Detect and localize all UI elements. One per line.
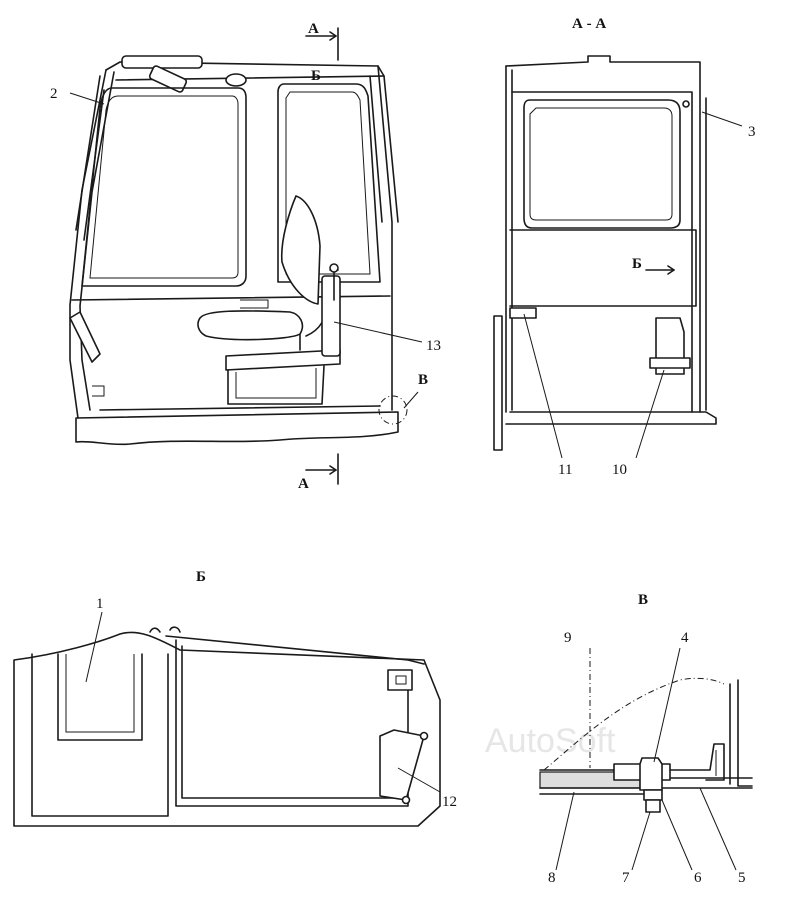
view-b — [13, 611, 441, 827]
callout-9: 9 — [564, 630, 572, 646]
cab-right-pillar-inner — [369, 75, 383, 223]
cab-right-frame — [377, 65, 399, 411]
section-arrowhead-top — [329, 31, 337, 41]
aa-view-b-arrowhead — [667, 265, 675, 275]
wiper-motor — [148, 65, 188, 93]
detail-circle-v — [378, 395, 408, 425]
section-mark-bottom: А — [298, 476, 309, 492]
seat-box-inner — [235, 368, 317, 399]
seat-cushion — [197, 310, 304, 341]
view-b-mirror — [387, 669, 413, 691]
side-window-inner — [285, 91, 371, 275]
seat-base — [225, 349, 341, 371]
callout-1: 1 — [96, 596, 104, 612]
aa-roof — [505, 55, 701, 413]
belt-line — [71, 295, 391, 301]
seat-backrest — [280, 195, 321, 305]
v-nut-6 — [643, 789, 663, 801]
leader-5 — [699, 787, 737, 871]
callout-7: 7 — [622, 870, 630, 886]
leader-1 — [85, 611, 103, 683]
v-nut-7 — [645, 799, 661, 813]
section-aa-view — [493, 55, 743, 459]
aa-step — [493, 315, 503, 451]
cab-base — [75, 411, 399, 446]
roof-hatch — [121, 55, 203, 69]
aa-floor — [505, 411, 717, 425]
leader-8 — [555, 791, 575, 871]
leader-11 — [523, 313, 563, 459]
callout-4: 4 — [681, 630, 689, 646]
view-b-roof-line — [165, 635, 425, 665]
view-v-mark: В — [418, 372, 428, 388]
v-hidden-line — [543, 677, 725, 771]
v-wall — [729, 679, 753, 787]
seat-box — [227, 365, 325, 405]
callout-13: 13 — [426, 338, 441, 354]
view-b-hinges — [149, 626, 181, 633]
leader-7 — [631, 811, 651, 871]
callout-2: 2 — [50, 86, 58, 102]
v-bolt-head — [639, 757, 663, 791]
section-mark-top: А — [308, 21, 319, 37]
section-arrowhead-bottom — [329, 465, 337, 475]
leader-6 — [661, 799, 693, 871]
aa-canister-clamp — [649, 357, 691, 369]
aa-fastener — [682, 100, 690, 108]
view-b-title: Б — [196, 569, 206, 585]
aa-rear-window — [523, 99, 681, 229]
leader-4 — [653, 647, 681, 763]
cab-left-frame-inner — [79, 71, 115, 411]
view-b-panel-inner — [181, 645, 401, 799]
view-b-panel — [175, 639, 409, 807]
callout-12: 12 — [442, 794, 457, 810]
leader-10 — [635, 369, 665, 459]
leader-2 — [69, 92, 105, 105]
view-b-mark-main: Б — [311, 68, 321, 84]
section-aa-title: А - А — [572, 16, 606, 32]
aa-left-wall — [505, 65, 513, 413]
callout-5: 5 — [738, 870, 746, 886]
view-b-window-inner — [65, 654, 135, 733]
side-window — [277, 83, 381, 283]
leader-v — [403, 391, 419, 409]
aa-rear-panel — [509, 229, 697, 307]
view-b-handle-12 — [379, 729, 425, 801]
v-pipe — [669, 743, 725, 781]
callout-3: 3 — [748, 124, 756, 140]
control-console — [321, 275, 341, 357]
view-b-mark-section: Б — [632, 256, 642, 272]
front-windshield — [81, 87, 247, 287]
view-b-window — [57, 653, 143, 741]
view-b-door — [31, 653, 169, 817]
door-latch — [92, 385, 105, 397]
aa-bracket — [509, 307, 537, 319]
leader-12 — [397, 767, 441, 793]
aa-rear-window-inner — [529, 107, 673, 221]
cab-left-frame-outer — [69, 69, 107, 419]
cab-main-view — [69, 27, 423, 485]
callout-11: 11 — [558, 462, 572, 478]
callout-10: 10 — [612, 462, 627, 478]
left-panel-handle — [69, 311, 101, 363]
belt-panel-detail — [240, 299, 269, 309]
view-b-handle-pivot-top — [419, 731, 429, 741]
roof-light — [225, 73, 247, 87]
view-b-handle-pivot-bottom — [401, 795, 411, 805]
leader-3 — [701, 111, 743, 127]
view-b-outline — [13, 631, 441, 827]
watermark: AutoSoft — [485, 722, 616, 760]
front-windshield-inner — [89, 95, 239, 279]
leader-13 — [333, 321, 423, 343]
cab-floor-line — [99, 405, 381, 411]
view-v-title: В — [638, 592, 648, 608]
view-v-detail — [539, 647, 753, 871]
lever-knob — [329, 263, 339, 273]
view-b-mirror-inner — [395, 675, 407, 685]
callout-8: 8 — [548, 870, 556, 886]
callout-6: 6 — [694, 870, 702, 886]
